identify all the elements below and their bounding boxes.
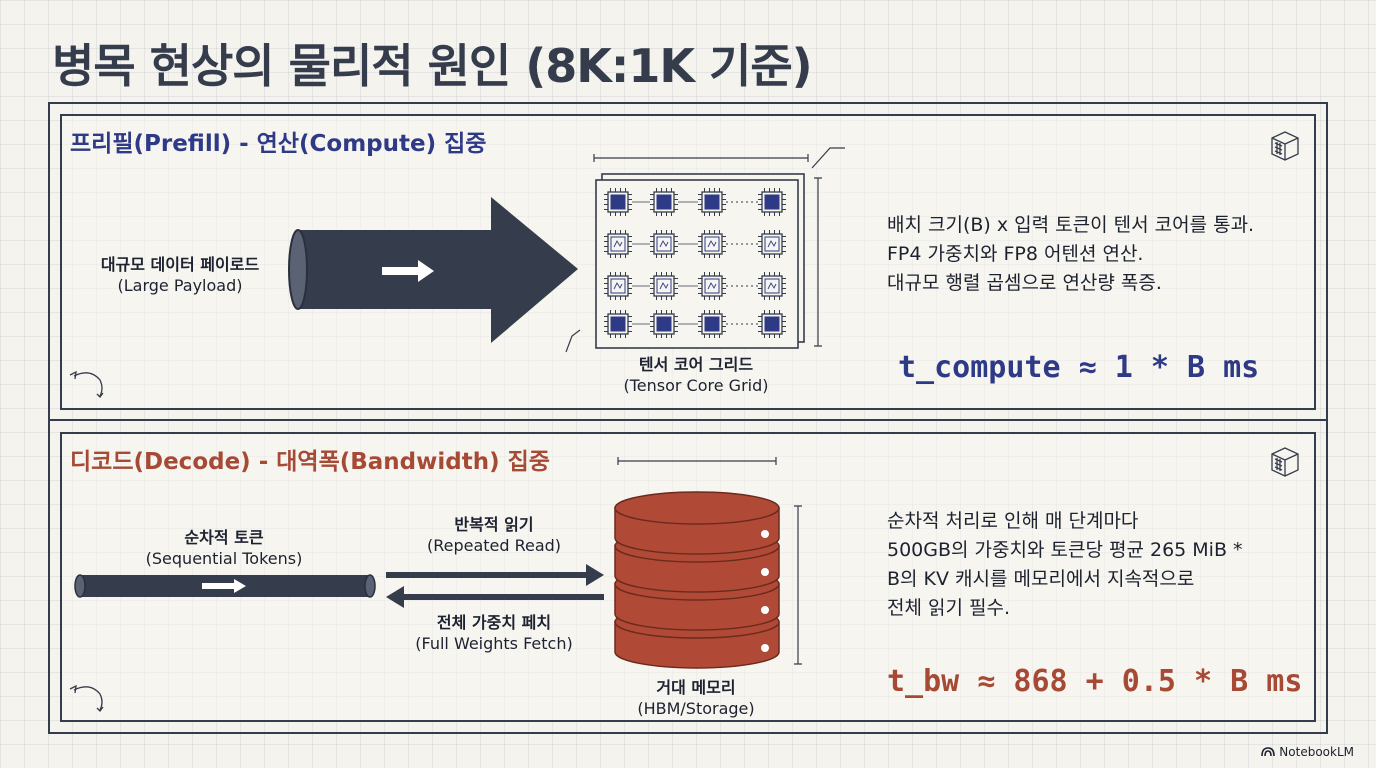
memory-cylinder (614, 457, 802, 669)
fetch-label-en: (Full Weights Fetch) (415, 634, 573, 653)
decode-desc-line: B의 KV 캐시를 메모리에서 지속적으로 (887, 568, 1195, 590)
disk-indicator-light (761, 530, 769, 538)
notebooklm-logo-icon (1261, 747, 1276, 757)
tensor-core-chip (758, 230, 786, 258)
payload-label: 대규모 데이터 페이로드 (Large Payload) (80, 254, 280, 296)
fetch-label-ko: 전체 가중치 페치 (436, 613, 552, 632)
cube-icon (1271, 447, 1299, 477)
tensor-core-chip (650, 230, 678, 258)
memory-label: 거대 메모리 (HBM/Storage) (596, 677, 796, 719)
compute-formula: t_compute ≈ 1 * B ms (898, 350, 1260, 385)
brand-name: NotebookLM (1279, 745, 1354, 759)
prefill-panel (60, 114, 1316, 410)
tensor-core-chip (604, 272, 632, 300)
cycle-arrow-icon (69, 370, 104, 398)
large-payload-arrow (288, 197, 578, 343)
disk-indicator-light (761, 606, 769, 614)
tensor-core-chip (604, 188, 632, 216)
decode-desc-line: 순차적 처리로 인해 매 단계마다 (887, 510, 1139, 532)
fetch-label: 전체 가중치 페치 (Full Weights Fetch) (394, 612, 594, 654)
grid-label-ko: 텐서 코어 그리드 (638, 355, 754, 374)
memory-label-ko: 거대 메모리 (656, 678, 736, 697)
grid-label-en: (Tensor Core Grid) (623, 376, 769, 395)
tensor-core-chip (698, 188, 726, 216)
prefill-desc-line: 배치 크기(B) x 입력 토큰이 텐서 코어를 통과. (887, 214, 1255, 236)
tokens-label: 순차적 토큰 (Sequential Tokens) (124, 527, 324, 569)
memory-disk (614, 491, 780, 555)
tensor-core-chip (698, 272, 726, 300)
grid-label: 텐서 코어 그리드 (Tensor Core Grid) (596, 354, 796, 396)
read-label: 반복적 읽기 (Repeated Read) (394, 514, 594, 556)
tensor-core-chip (650, 272, 678, 300)
payload-label-ko: 대규모 데이터 페이로드 (100, 255, 260, 274)
tensor-core-chip (758, 188, 786, 216)
tensor-core-chip (650, 188, 678, 216)
tensor-core-chip (698, 230, 726, 258)
prefill-description: 배치 크기(B) x 입력 토큰이 텐서 코어를 통과. FP4 가중치와 FP… (887, 211, 1254, 298)
decode-heading: 디코드(Decode) - 대역폭(Bandwidth) 집중 (70, 449, 550, 475)
prefill-desc-line: FP4 가중치와 FP8 어텐션 연산. (887, 243, 1144, 265)
read-label-ko: 반복적 읽기 (454, 515, 534, 534)
tensor-core-grid (565, 147, 845, 353)
prefill-heading: 프리필(Prefill) - 연산(Compute) 집중 (70, 131, 487, 157)
disk-indicator-light (761, 568, 769, 576)
memory-label-en: (HBM/Storage) (637, 699, 755, 718)
brand-footer: NotebookLM (1261, 745, 1354, 759)
cube-icon (1271, 131, 1299, 161)
read-label-en: (Repeated Read) (426, 536, 562, 555)
tensor-core-chip (698, 310, 726, 338)
tensor-core-chip (604, 230, 632, 258)
tensor-core-chip (758, 310, 786, 338)
prefill-desc-line: 대규모 행렬 곱셈으로 연산량 폭증. (887, 272, 1162, 294)
tensor-core-chip (758, 272, 786, 300)
decode-description: 순차적 처리로 인해 매 단계마다 500GB의 가중치와 토큰당 평균 265… (887, 507, 1243, 623)
decode-desc-line: 500GB의 가중치와 토큰당 평균 265 MiB * (887, 539, 1243, 561)
disk-indicator-light (761, 644, 769, 652)
sequential-token-pipe (74, 574, 376, 598)
tensor-core-chip (650, 310, 678, 338)
page-title: 병목 현상의 물리적 원인 (8K:1K 기준) (52, 39, 813, 93)
tensor-core-chip (604, 310, 632, 338)
read-fetch-arrows (386, 564, 604, 608)
tokens-label-en: (Sequential Tokens) (145, 549, 303, 568)
cycle-arrow-icon (69, 684, 104, 712)
outer-frame (48, 102, 1328, 734)
payload-label-en: (Large Payload) (117, 276, 243, 295)
panel-divider (48, 419, 1328, 421)
tokens-label-ko: 순차적 토큰 (184, 528, 264, 547)
bandwidth-formula: t_bw ≈ 868 + 0.5 * B ms (887, 664, 1303, 699)
decode-desc-line: 전체 읽기 필수. (887, 597, 1010, 619)
